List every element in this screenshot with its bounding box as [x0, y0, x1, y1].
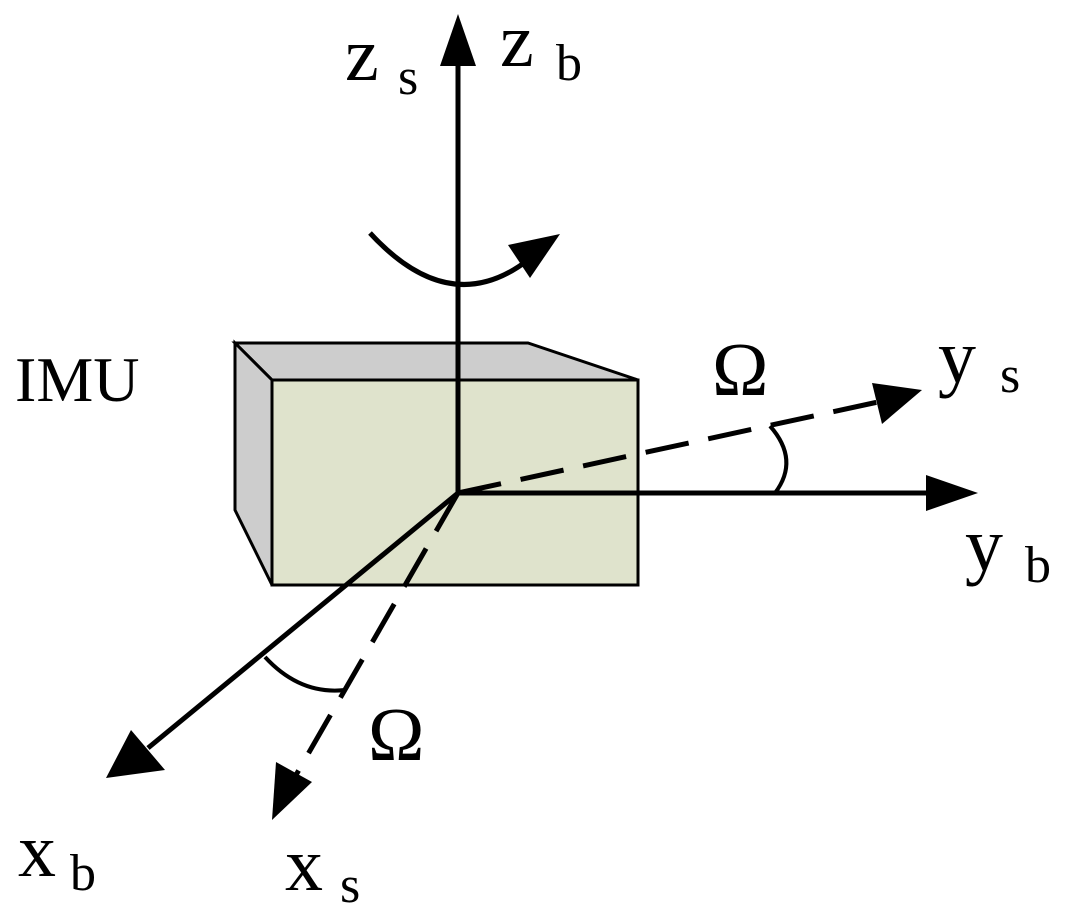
y-body-subscript: b [1025, 537, 1051, 594]
y-body-letter: y [965, 503, 1003, 587]
z-axis-labels: z s z b [345, 0, 582, 106]
x-sensor-axis-arrowhead [272, 762, 312, 820]
omega-label-upper: Ω [712, 328, 768, 412]
z-body-letter: z [500, 0, 534, 83]
angle-arc-upper [768, 424, 789, 495]
y-sensor-axis-arrowhead [872, 383, 922, 424]
y-sensor-subscript: s [1000, 347, 1020, 404]
z-body-subscript: b [556, 35, 582, 92]
angle-arc-lower [263, 655, 346, 693]
z-sensor-letter: z [345, 13, 379, 97]
x-body-letter: x [18, 809, 56, 893]
y-sensor-axis-line [457, 399, 879, 496]
imu-box [231, 339, 640, 587]
y-body-axis-arrowhead [926, 475, 978, 511]
x-sensor-label: x s [285, 823, 360, 914]
z-axis-arrowhead [440, 14, 476, 66]
y-sensor-letter: y [938, 315, 976, 399]
x-body-axis-line [146, 491, 460, 750]
x-sensor-subscript: s [340, 857, 360, 914]
z-sensor-subscript: s [398, 49, 418, 106]
x-sensor-letter: x [285, 823, 323, 907]
y-sensor-label: y s [938, 315, 1020, 404]
imu-box-top-face [231, 341, 639, 382]
x-body-subscript: b [70, 845, 96, 902]
omega-label-lower: Ω [368, 693, 424, 777]
y-body-label: y b [965, 503, 1051, 594]
x-body-label: x b [18, 809, 96, 902]
rotation-arrow-icon [368, 231, 560, 287]
imu-box-front-face [270, 378, 640, 587]
x-body-axis-arrowhead [106, 730, 165, 778]
imu-box-side-face [233, 339, 274, 586]
x-sensor-axis-line [293, 491, 461, 777]
imu-label: IMU [15, 344, 139, 415]
